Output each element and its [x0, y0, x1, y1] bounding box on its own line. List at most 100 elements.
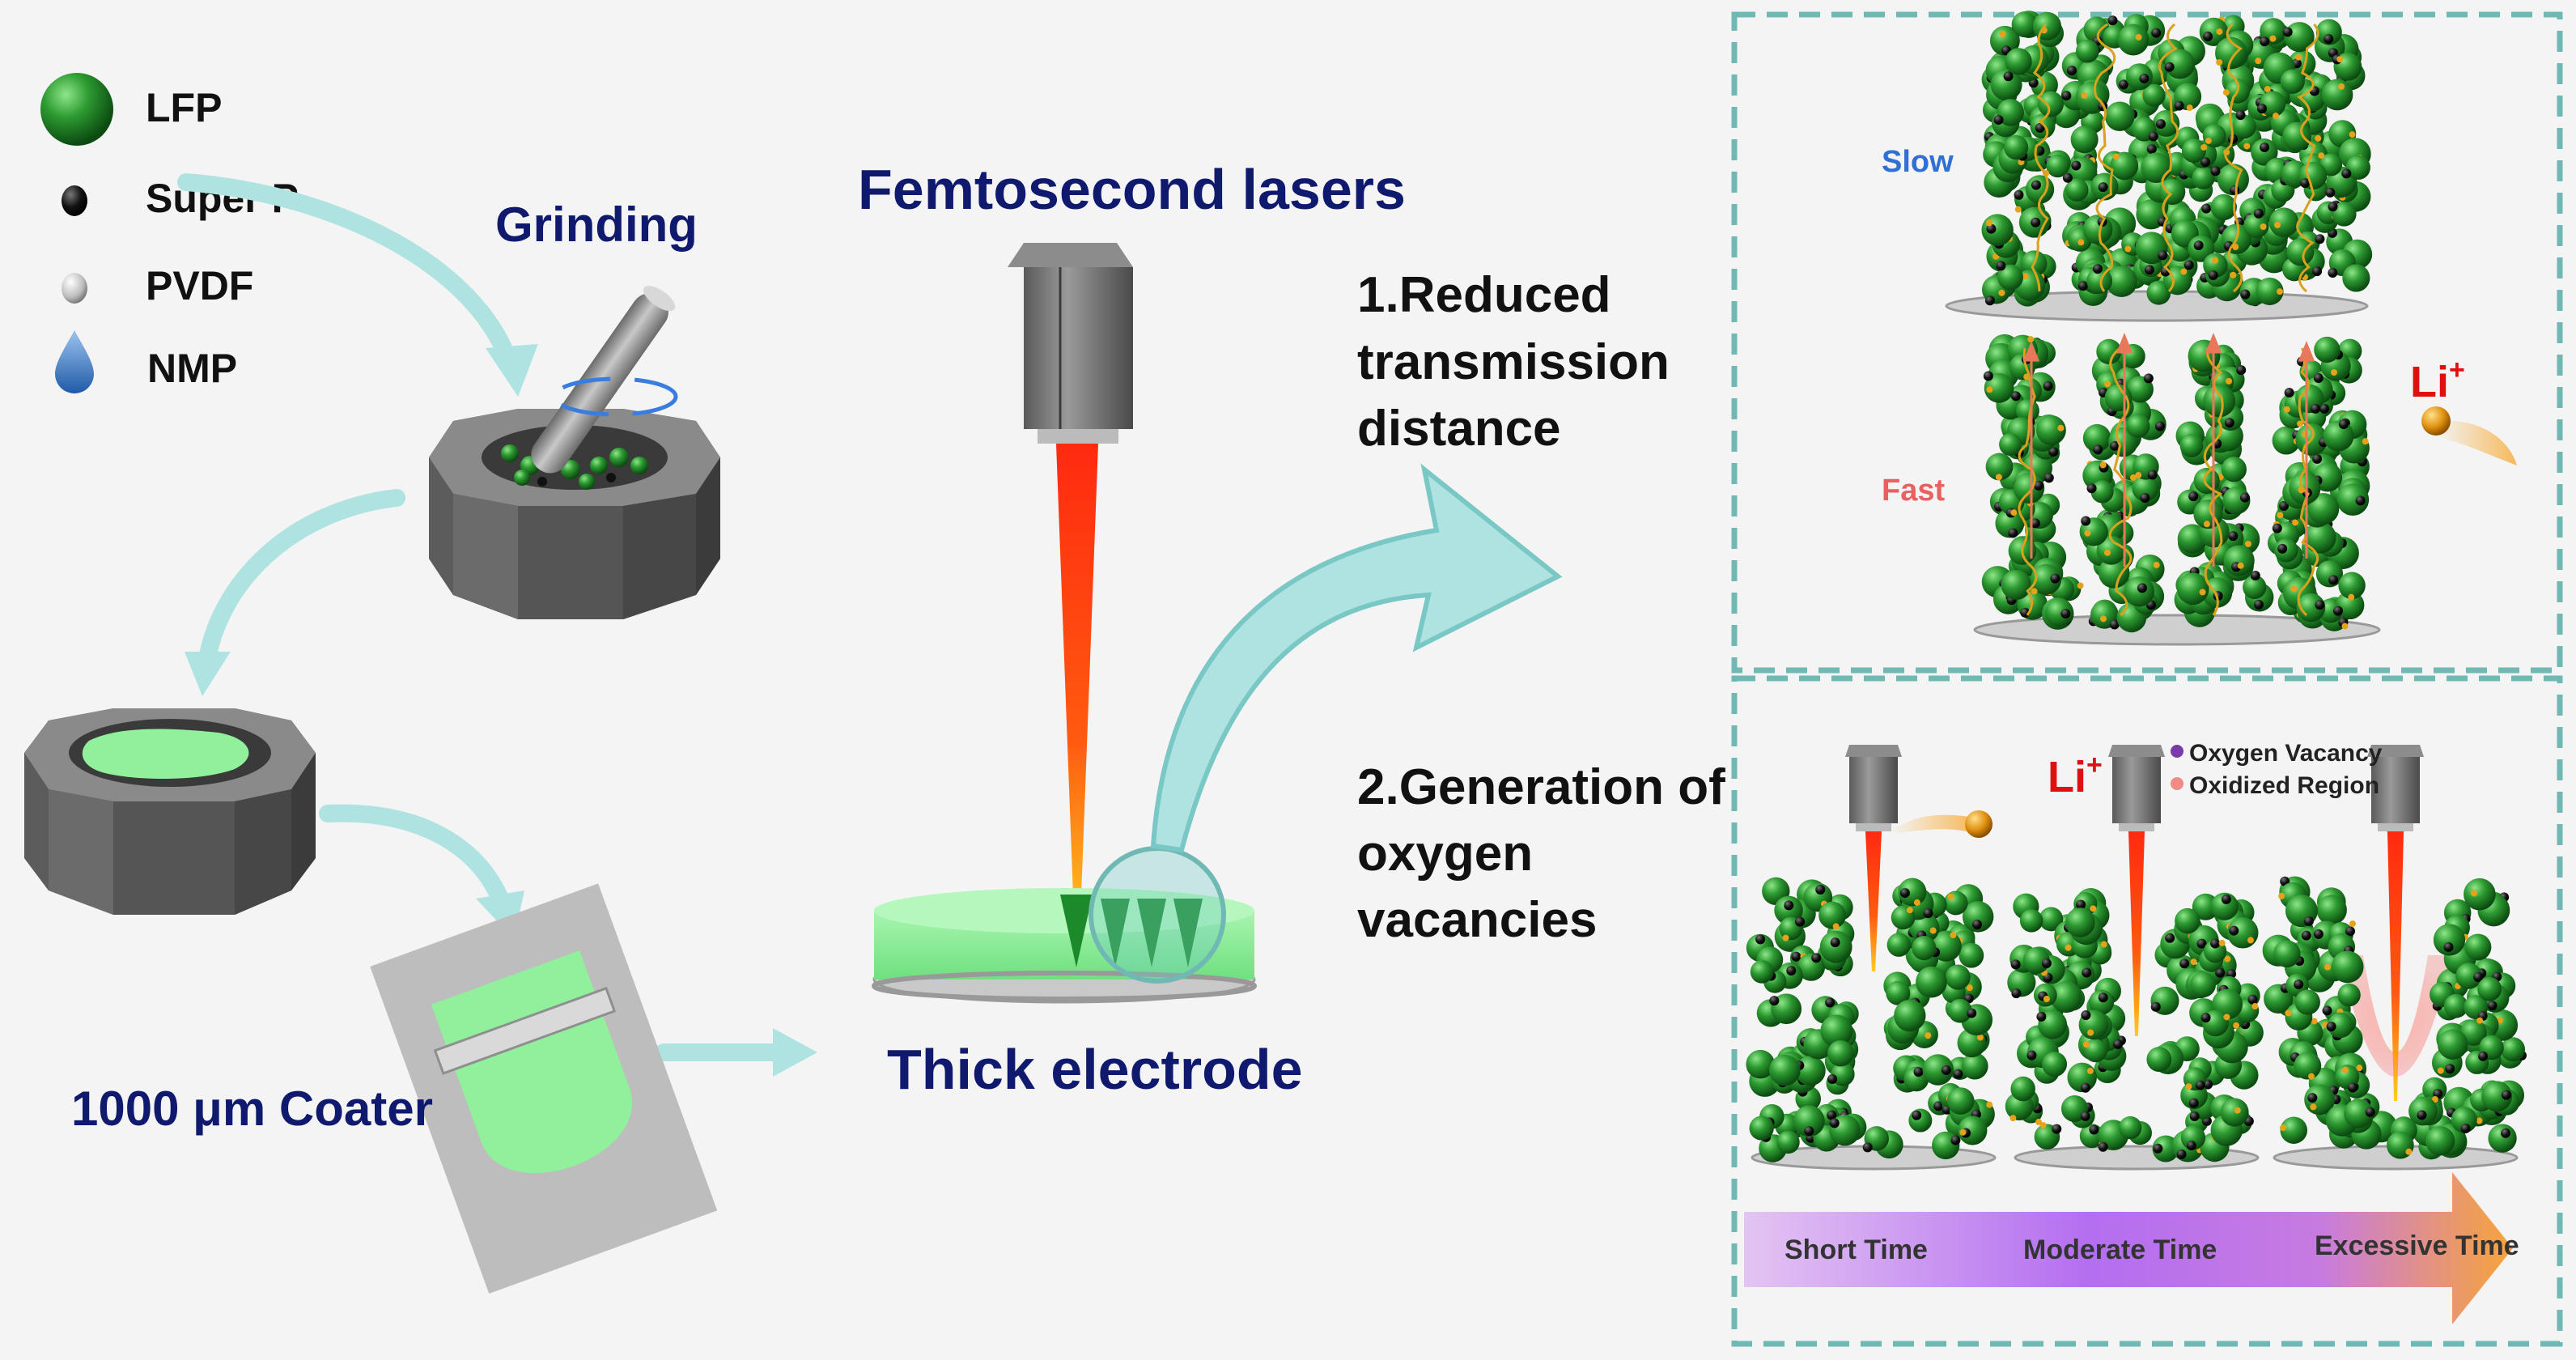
super-p-particle	[2082, 967, 2092, 978]
super-p-particle	[2158, 250, 2168, 261]
lfp-particle	[2307, 493, 2340, 525]
li-ion-dot	[2099, 461, 2107, 469]
li-ion-dot	[2336, 56, 2344, 63]
li-ion-dot	[2104, 380, 2111, 388]
li-ion-dot	[2318, 152, 2325, 159]
lfp-particle	[1894, 999, 1926, 1032]
magnifier-circle	[1089, 846, 1226, 984]
ion-path	[2031, 23, 2051, 292]
super-p-particle	[2003, 71, 2014, 82]
super-p-particle	[2282, 27, 2293, 37]
li-ion-dot	[2297, 420, 2304, 427]
super-p-particle	[2348, 1082, 2358, 1093]
mortar-with-pestle	[429, 286, 720, 619]
super-p-particle	[2109, 619, 2120, 630]
electrode-label: Thick electrode	[887, 1038, 1303, 1101]
fast-label: Fast	[1882, 474, 1945, 508]
lfp-particle	[1948, 998, 1972, 1023]
li-ion-dot	[2285, 1009, 2292, 1017]
super-p-particle	[2257, 104, 2268, 114]
oxidized-region-fill	[2339, 955, 2452, 1077]
ion-path	[2224, 23, 2243, 293]
super-p-particle	[2080, 1082, 2090, 1093]
super-p-particle	[2253, 208, 2264, 219]
super-p-particle	[1923, 908, 1933, 919]
li-ion-dot	[2200, 143, 2208, 151]
super-p-particle	[2081, 1009, 2091, 1020]
lfp-particle	[2294, 989, 2320, 1015]
lfp-particle	[1997, 99, 2024, 126]
lfp-particle	[1912, 936, 1937, 961]
super-p-particle	[2089, 1124, 2099, 1135]
lfp-particle	[1768, 1054, 1801, 1086]
super-p-particle	[2345, 926, 2356, 937]
super-p-particle	[2200, 1013, 2211, 1023]
super-p-particle	[2148, 131, 2158, 142]
lfp-particle	[2065, 907, 2095, 937]
super-p-particle	[2043, 380, 2053, 391]
li-ion-dot	[1998, 289, 2005, 296]
super-p-particle	[2076, 899, 2086, 910]
lfp-particle	[2210, 892, 2239, 920]
super-p-particle	[2247, 994, 2258, 1005]
ion-path	[2203, 347, 2224, 616]
lfp-particle	[1886, 933, 1912, 957]
super-p-particle	[2011, 988, 2022, 999]
ion-path	[2158, 23, 2179, 292]
super-p-particle	[2144, 265, 2154, 275]
super-p-particle	[2487, 1001, 2497, 1011]
oxidized-region-icon	[2171, 777, 2183, 790]
super-p-particle	[2236, 365, 2247, 376]
super-p-particle	[1791, 951, 1802, 962]
super-p-particle	[2322, 1005, 2332, 1016]
li-ion-dot	[2083, 1041, 2090, 1048]
li-ion-dot	[2311, 1018, 2318, 1025]
laser-beam	[1056, 444, 1098, 939]
super-p-particle	[2035, 123, 2045, 134]
super-p-particle	[2239, 492, 2250, 503]
super-p-particle	[1912, 1110, 1922, 1120]
li-ion-top-label: Li+	[2410, 355, 2465, 406]
effect-2-line-3: vacancies	[1357, 892, 1597, 948]
super-p-particle	[2188, 1098, 2199, 1108]
time-series-electrodes	[1746, 745, 2527, 1171]
super-p-particle	[2060, 608, 2071, 618]
li-ion-dot	[2124, 245, 2132, 253]
lfp-particle	[2451, 1107, 2477, 1133]
oxygen-vacancy-icon	[2171, 745, 2183, 758]
white-sphere-icon	[62, 273, 87, 304]
lfp-particle	[2090, 480, 2114, 504]
super-p-particle	[2328, 575, 2339, 585]
super-p-particle	[1986, 223, 1997, 234]
li-ion-dot	[2308, 1073, 2315, 1080]
li-ion-dot	[2211, 257, 2218, 264]
ion-path	[2297, 347, 2319, 617]
super-p-particle	[2071, 160, 2082, 171]
li-ion-dot	[2274, 221, 2281, 228]
arrowhead-slurry	[185, 652, 231, 696]
li-ion-dot	[2086, 1067, 2094, 1074]
lfp-particle	[2312, 462, 2343, 492]
legend-label-lfp: LFP	[146, 85, 222, 130]
li-ion-bottom-label: Li+	[2048, 750, 2103, 801]
super-p-particle	[2092, 264, 2103, 274]
mini-laser-head	[2108, 745, 2165, 1036]
super-p-particle	[1811, 953, 1822, 963]
mini-laser-head	[2367, 745, 2424, 1101]
super-p-particle	[1983, 371, 1993, 381]
li-ion-dot	[2203, 521, 2210, 528]
super-p-particle	[2365, 1107, 2375, 1117]
lfp-particle	[2243, 575, 2267, 599]
super-p-particle	[2341, 168, 2352, 179]
grinding-label: Grinding	[495, 198, 698, 252]
lfp-particle	[2004, 134, 2029, 160]
super-p-particle	[2033, 480, 2043, 491]
lfp-particle	[2044, 598, 2074, 627]
lfp-particle	[2084, 1039, 2107, 1063]
coater-label: 1000 μm Coater	[71, 1082, 433, 1136]
lfp-particle	[1886, 980, 1911, 1005]
lfp-particle	[1999, 433, 2022, 457]
lfp-particle	[2443, 993, 2468, 1018]
super-p-particle	[2147, 470, 2158, 480]
li-ion-dot	[2087, 1029, 2094, 1036]
